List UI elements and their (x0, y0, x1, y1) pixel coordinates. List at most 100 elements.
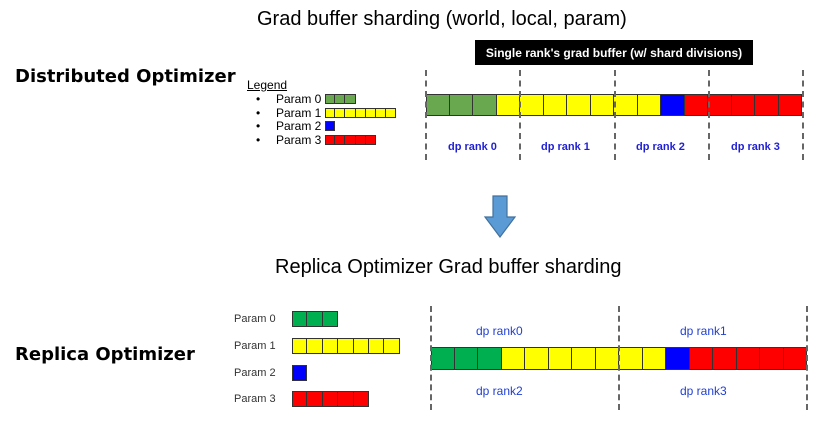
replica-optimizer-label: Replica Optimizer (15, 344, 195, 365)
buffer-cell (619, 347, 643, 370)
param-swatch-cell (369, 338, 385, 354)
buffer-cell (661, 94, 685, 116)
buffer-cell (520, 94, 544, 116)
legend-swatch-cell (335, 135, 346, 145)
buffer-cell (567, 94, 591, 116)
legend-swatch-cell (355, 108, 366, 118)
param-swatch-cell (353, 391, 369, 407)
legend-swatch-cell (345, 135, 356, 145)
param-swatch-cell (292, 365, 308, 381)
param-swatch-cell (322, 311, 339, 327)
buffer-cell (778, 94, 802, 116)
buffer-cell (473, 94, 497, 116)
buffer-cell (666, 347, 690, 370)
legend-swatch-cell (365, 108, 376, 118)
buffer-cell (614, 94, 638, 116)
param-label: Param 1 (234, 340, 276, 352)
buffer-cell (543, 94, 567, 116)
legend-item: • Param 3 (256, 133, 321, 147)
legend-swatch-cell (345, 108, 356, 118)
buffer-cell (548, 347, 572, 370)
shard-divider (802, 70, 804, 160)
bottom-title: Replica Optimizer Grad buffer sharding (275, 256, 622, 278)
legend-item-label: Param 2 (276, 119, 322, 133)
buffer-cell (689, 347, 713, 370)
legend-swatch-cell (386, 108, 397, 118)
rank-label: dp rank 2 (636, 141, 685, 153)
shard-divider (519, 70, 521, 160)
buffer-cell (684, 94, 708, 116)
legend-item-label: Param 0 (276, 92, 322, 106)
legend-swatch-cell (335, 94, 346, 104)
shard-divider (614, 70, 616, 160)
buffer-cell (637, 94, 661, 116)
buffer-cell (760, 347, 784, 370)
legend-title: Legend (247, 78, 288, 92)
buffer-cell (478, 347, 502, 370)
legend-item: • Param 2 (256, 119, 321, 133)
param-swatch-cell (322, 338, 339, 354)
down-arrow-icon (483, 195, 517, 238)
bullet: • (256, 106, 261, 120)
legend-swatch-cell (325, 94, 336, 104)
buffer-cell (501, 347, 525, 370)
param-swatch-cell (292, 311, 308, 327)
bullet: • (256, 133, 261, 147)
legend-swatch-cell (335, 108, 346, 118)
legend-swatch-cell (365, 135, 376, 145)
buffer-cell (431, 347, 455, 370)
param-swatch-cell (307, 391, 323, 407)
legend-swatch-cell (325, 135, 336, 145)
param-swatch-cell (307, 338, 323, 354)
buffer-cell (642, 347, 666, 370)
buffer-cell (736, 347, 760, 370)
shard-divider (708, 70, 710, 160)
rank-label: dp rank2 (476, 384, 523, 398)
shard-divider (806, 306, 808, 410)
rank-label: dp rank0 (476, 324, 523, 338)
bullet: • (256, 92, 261, 106)
distributed-optimizer-label: Distributed Optimizer (15, 66, 236, 87)
grad-buffer-banner: Single rank's grad buffer (w/ shard divi… (475, 40, 753, 65)
param-swatch-cell (322, 391, 339, 407)
shard-divider (430, 306, 432, 410)
buffer-cell (713, 347, 737, 370)
param-swatch-cell (384, 338, 400, 354)
param-swatch-cell (338, 338, 354, 354)
buffer-cell (755, 94, 779, 116)
legend-swatch-cell (345, 94, 356, 104)
legend-item-label: Param 1 (276, 106, 322, 120)
legend-swatch-cell (325, 108, 336, 118)
buffer-cell (426, 94, 450, 116)
buffer-cell (454, 347, 478, 370)
shard-divider (618, 306, 620, 410)
legend-swatch-cell (376, 108, 387, 118)
legend-item: • Param 0 (256, 92, 321, 106)
legend-item-label: Param 3 (276, 133, 322, 147)
param-swatch-cell (307, 311, 323, 327)
buffer-cell (731, 94, 755, 116)
rank-label: dp rank1 (680, 324, 727, 338)
bullet: • (256, 119, 261, 133)
param-swatch-cell (292, 338, 308, 354)
buffer-cell (572, 347, 596, 370)
rank-label: dp rank3 (680, 384, 727, 398)
rank-label: dp rank 1 (541, 141, 590, 153)
buffer-cell (595, 347, 619, 370)
shard-divider (425, 70, 427, 160)
param-swatch-cell (338, 391, 354, 407)
buffer-cell (496, 94, 520, 116)
param-label: Param 2 (234, 367, 276, 379)
buffer-cell (590, 94, 614, 116)
buffer-cell (783, 347, 807, 370)
buffer-cell (449, 94, 473, 116)
legend-item: • Param 1 (256, 106, 321, 120)
param-swatch-cell (292, 391, 308, 407)
legend-swatch-cell (355, 135, 366, 145)
param-swatch-cell (353, 338, 369, 354)
legend-swatch-cell (325, 121, 336, 131)
param-label: Param 0 (234, 313, 276, 325)
param-label: Param 3 (234, 393, 276, 405)
rank-label: dp rank 0 (448, 141, 497, 153)
top-title: Grad buffer sharding (world, local, para… (257, 8, 627, 30)
